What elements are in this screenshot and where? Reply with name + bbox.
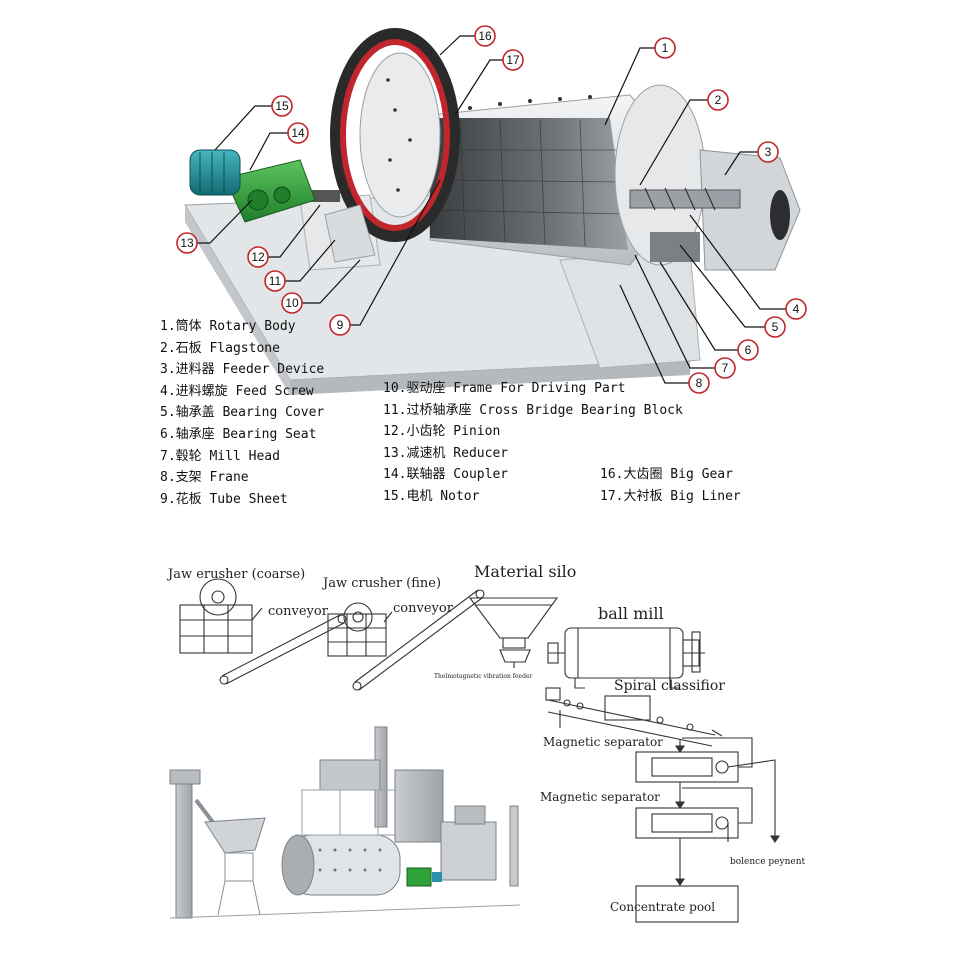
part-item: 9.花板 Tube Sheet [160, 491, 288, 507]
svg-text:3: 3 [765, 145, 772, 159]
svg-text:12: 12 [251, 250, 265, 264]
callout-7: 7 [714, 357, 736, 379]
part-item: 3.进料器 Feeder Device [160, 362, 325, 378]
part-item: 1.筒体 Rotary Body [160, 319, 296, 334]
conveyor-2-drawing [352, 589, 485, 691]
label-magnetic-separator-2: Magnetic separator [540, 790, 660, 804]
label-material-silo: Material silo [474, 562, 576, 581]
callout-5: 5 [764, 316, 786, 338]
callout-1: 1 [654, 37, 676, 59]
part-item: 15.电机 Notor [383, 488, 480, 504]
jaw-crusher-coarse-drawing [179, 578, 253, 654]
svg-text:1: 1 [662, 41, 669, 55]
magnetic-separator-2-drawing [635, 782, 739, 839]
part-item: 17.大衬板 Big Liner [600, 488, 741, 504]
part-item: 8.支架 Frane [160, 470, 249, 486]
part-item: 10.驱动座 Frame For Driving Part [383, 381, 626, 396]
callout-6: 6 [737, 339, 759, 361]
callout-15: 15 [271, 95, 293, 117]
part-item: 4.进料螺旋 Feed Screw [160, 383, 314, 399]
svg-text:14: 14 [291, 126, 305, 140]
svg-text:17: 17 [506, 53, 520, 67]
tailings-lines [674, 737, 781, 886]
jaw-crusher-fine-drawing [327, 602, 387, 657]
callout-8: 8 [688, 372, 710, 394]
svg-text:4: 4 [793, 302, 800, 316]
process-flow-diagram: Jaw erusher (coarse) conveyor Jaw crushe… [166, 562, 805, 923]
label-spiral-classifier: Spiral classifior [614, 678, 725, 694]
svg-text:6: 6 [745, 343, 752, 357]
parts-legend-col1: 1.筒体 Rotary Body 2.石板 Flagstone 3.进料器 Fe… [160, 316, 324, 510]
label-ball-mill: ball mill [598, 604, 664, 623]
callout-11: 11 [264, 270, 286, 292]
label-conveyor-2: conveyor [393, 601, 454, 616]
label-feeder: Thelmotagnetic vibration feeder [434, 673, 533, 680]
callout-17: 17 [502, 49, 524, 71]
label-tailings: bolence peynent [730, 857, 805, 867]
label-jaw-fine: Jaw crusher (fine) [321, 576, 441, 591]
callout-12: 12 [247, 246, 269, 268]
material-silo-drawing [468, 597, 559, 668]
spiral-classifier-drawing [545, 687, 723, 747]
part-item: 16.大齿圈 Big Gear [600, 467, 733, 482]
svg-text:13: 13 [180, 236, 194, 250]
callout-4: 4 [785, 298, 807, 320]
parts-legend-col3: 16.大齿圈 Big Gear 17.大衬板 Big Liner [600, 464, 741, 507]
part-item: 6.轴承座 Bearing Seat [160, 426, 317, 442]
plant-illustration [169, 726, 521, 919]
label-concentrate-pool: Concentrate pool [610, 900, 715, 914]
svg-text:7: 7 [722, 361, 729, 375]
callout-markers: 1 2 3 4 5 6 7 8 9 10 11 12 13 14 15 16 1… [176, 25, 807, 394]
part-item: 2.石板 Flagstone [160, 340, 280, 356]
ball-mill-illustration [184, 28, 801, 395]
label-magnetic-separator-1: Magnetic separator [543, 735, 663, 749]
callout-16: 16 [474, 25, 496, 47]
svg-text:15: 15 [275, 99, 289, 113]
part-item: 12.小齿轮 Pinion [383, 424, 501, 440]
conveyor-1-drawing [219, 607, 347, 685]
parts-legend-col2: 10.驱动座 Frame For Driving Part 11.过桥轴承座 C… [383, 378, 683, 508]
concentrate-pool-drawing [635, 885, 739, 923]
svg-text:9: 9 [337, 318, 344, 332]
callout-14: 14 [287, 122, 309, 144]
callout-9: 9 [329, 314, 351, 336]
callout-3: 3 [757, 141, 779, 163]
svg-text:11: 11 [269, 274, 282, 288]
part-item: 14.联轴器 Coupler [383, 467, 509, 483]
svg-text:5: 5 [772, 320, 779, 334]
svg-text:10: 10 [285, 296, 299, 310]
svg-text:8: 8 [696, 376, 703, 390]
callout-10: 10 [281, 292, 303, 314]
svg-text:16: 16 [478, 29, 492, 43]
part-item: 7.毂轮 Mill Head [160, 448, 280, 464]
label-jaw-coarse: Jaw erusher (coarse) [166, 567, 305, 582]
callout-13: 13 [176, 232, 198, 254]
svg-text:2: 2 [715, 93, 722, 107]
ball-mill-drawing [547, 627, 705, 689]
part-item: 5.轴承盖 Bearing Cover [160, 405, 325, 421]
label-conveyor-1: conveyor [268, 604, 329, 619]
part-item: 11.过桥轴承座 Cross Bridge Bearing Block [383, 402, 683, 418]
part-item: 13.减速机 Reducer [383, 445, 509, 461]
callout-2: 2 [707, 89, 729, 111]
